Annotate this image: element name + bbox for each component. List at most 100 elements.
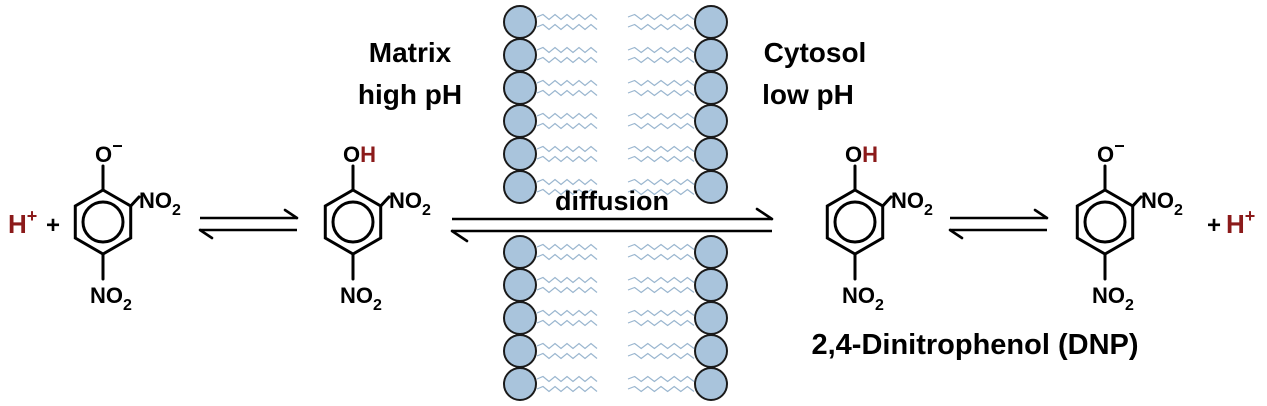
lipid-tail	[627, 253, 695, 261]
lipid-tail	[536, 79, 598, 87]
lipid-tail	[627, 375, 695, 383]
lipid-tail	[627, 319, 695, 327]
lipid-head	[694, 38, 728, 72]
phenol-right-molecule: OH NO2 NO2	[825, 142, 933, 314]
lipid-tail	[536, 375, 598, 383]
benzene-ring	[825, 164, 893, 281]
benzene-ring	[1075, 164, 1143, 281]
lipid-head	[694, 334, 728, 368]
aromatic-circle	[331, 200, 375, 244]
lipid-tail	[627, 122, 695, 130]
equilibrium-arrow-right	[948, 208, 1049, 240]
lipid-tail	[627, 23, 695, 31]
lipid-head	[503, 334, 537, 368]
phenolate-right-molecule: O− NO2 NO2	[1075, 136, 1183, 314]
diffusion-arrow	[450, 207, 774, 243]
cytosol-label: Cytosol	[764, 37, 867, 68]
benzene-ring	[323, 164, 391, 281]
nitro-group-side: NO2	[139, 188, 181, 219]
lipid-head	[503, 170, 537, 204]
lipid-tail	[536, 276, 598, 284]
lipid-tail	[627, 342, 695, 350]
lipid-head	[694, 71, 728, 105]
lipid-tail	[536, 309, 598, 317]
nitro-group-bottom: NO2	[842, 283, 884, 314]
lipid-head	[694, 5, 728, 39]
lipid-head	[694, 170, 728, 204]
diffusion-label: diffusion	[555, 186, 669, 216]
lipid-head	[503, 137, 537, 171]
oxide-label: O−	[1097, 136, 1125, 167]
lipid-tail	[627, 286, 695, 294]
lipid-head	[503, 268, 537, 302]
lipid-tail	[536, 178, 598, 186]
aromatic-circle	[81, 200, 125, 244]
lipid-head	[694, 268, 728, 302]
lipid-tail	[536, 253, 598, 261]
lipid-tail	[536, 145, 598, 153]
lipid-tail	[627, 276, 695, 284]
lipid-tail	[627, 56, 695, 64]
benzene-ring	[73, 164, 141, 281]
oxide-label: O−	[95, 136, 123, 167]
lipid-tail	[627, 188, 695, 196]
nitro-group-side: NO2	[389, 188, 431, 219]
lipid-head	[503, 367, 537, 401]
nitro-group-side: NO2	[1141, 188, 1183, 219]
nitro-group-bottom: NO2	[1092, 283, 1134, 314]
aromatic-circle	[1083, 200, 1127, 244]
compound-name: 2,4-Dinitrophenol (DNP)	[811, 329, 1138, 361]
matrix-label: Matrix	[369, 37, 452, 68]
lipid-tail	[627, 112, 695, 120]
lipid-tail	[627, 13, 695, 21]
lipid-tail	[627, 352, 695, 360]
lipid-tail	[536, 56, 598, 64]
membrane-bilayer	[503, 5, 728, 401]
lipid-tail	[627, 155, 695, 163]
plus-sign-right: +	[1207, 212, 1221, 239]
lipid-head	[694, 104, 728, 138]
lipid-tail	[627, 385, 695, 393]
lipid-tail	[627, 46, 695, 54]
cytosol-ph-label: low pH	[762, 79, 854, 110]
lipid-head	[694, 301, 728, 335]
lipid-tail	[536, 385, 598, 393]
aromatic-circle	[833, 200, 877, 244]
lipid-tail	[536, 122, 598, 130]
lipid-head	[694, 367, 728, 401]
nitro-group-bottom: NO2	[90, 283, 132, 314]
hydroxyl-label: OH	[845, 142, 878, 167]
lipid-tail	[536, 155, 598, 163]
lipid-tail	[536, 286, 598, 294]
lipid-head	[694, 235, 728, 269]
lipid-head	[503, 5, 537, 39]
side-nitro-bond	[1131, 195, 1143, 208]
nitro-group-side: NO2	[891, 188, 933, 219]
lipid-head	[503, 71, 537, 105]
lipid-head	[503, 301, 537, 335]
lipid-tail	[536, 243, 598, 251]
lipid-tail	[536, 319, 598, 327]
lipid-tail	[536, 13, 598, 21]
lipid-tail	[627, 79, 695, 87]
phenolate-left-molecule: O− NO2 NO2	[73, 136, 181, 314]
lipid-head	[503, 104, 537, 138]
lipid-tail	[536, 188, 598, 196]
lipid-tail	[627, 309, 695, 317]
lipid-tail	[627, 178, 695, 186]
proton-left: H+	[8, 206, 37, 239]
plus-sign-left: +	[46, 212, 60, 239]
side-nitro-bond	[379, 195, 391, 208]
phenol-left-molecule: OH NO2 NO2	[323, 142, 431, 314]
side-nitro-bond	[129, 195, 141, 208]
side-nitro-bond	[881, 195, 893, 208]
lipid-head	[503, 38, 537, 72]
lipid-tail	[536, 46, 598, 54]
lipid-tail	[627, 243, 695, 251]
lipid-tail	[536, 23, 598, 31]
proton-right: H+	[1226, 206, 1255, 239]
lipid-head	[503, 235, 537, 269]
lipid-tail	[536, 112, 598, 120]
lipid-tail	[627, 145, 695, 153]
